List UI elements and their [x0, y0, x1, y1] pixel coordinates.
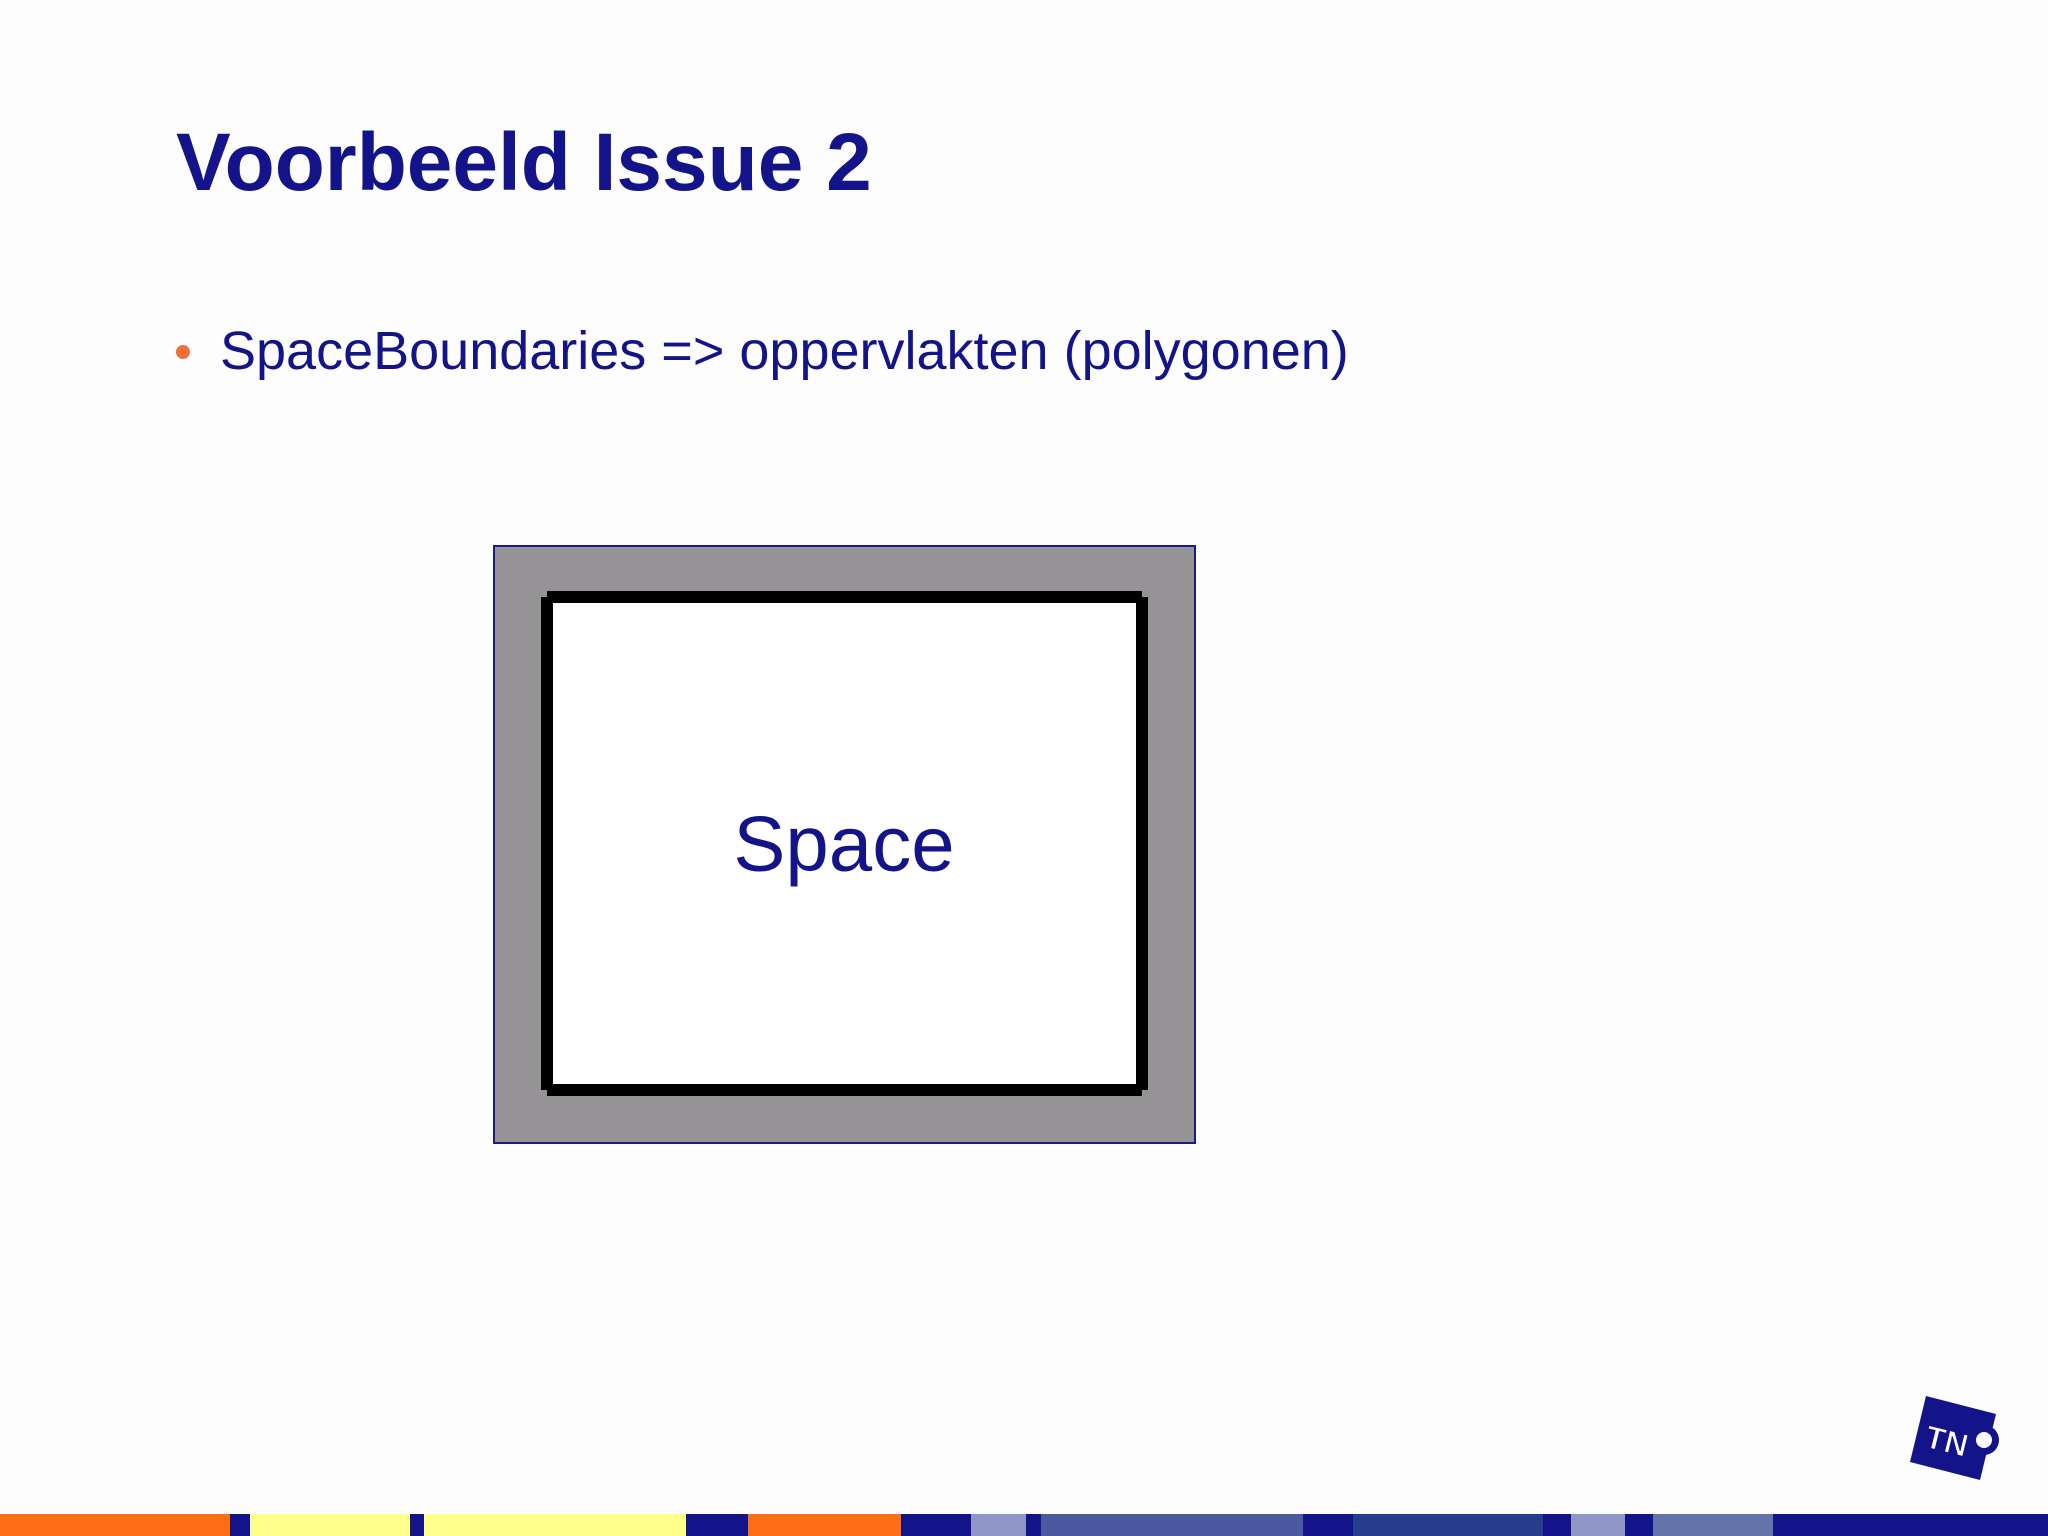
stripe-segment	[748, 1514, 901, 1536]
stripe-segment	[1773, 1514, 2048, 1536]
stripe-segment	[250, 1514, 410, 1536]
space-area	[547, 597, 1142, 1090]
bullet-item: SpaceBoundaries => oppervlakten (polygon…	[176, 320, 1349, 382]
space-boundary-diagram: Space	[493, 545, 1196, 1144]
bullet-marker	[176, 345, 190, 359]
stripe-segment	[1625, 1514, 1653, 1536]
stripe-segment	[1041, 1514, 1303, 1536]
footer-color-stripe	[0, 1514, 2048, 1536]
tno-logo: TN	[1910, 1396, 1999, 1480]
stripe-segment	[971, 1514, 1026, 1536]
stripe-segment	[686, 1514, 748, 1536]
slide-title: Voorbeeld Issue 2	[176, 117, 872, 208]
stripe-segment	[410, 1514, 424, 1536]
stripe-segment	[1571, 1514, 1625, 1536]
stripe-segment	[0, 1514, 230, 1536]
stripe-segment	[1543, 1514, 1571, 1536]
stripe-segment	[901, 1514, 971, 1536]
bullet-text: SpaceBoundaries => oppervlakten (polygon…	[220, 321, 1349, 381]
stripe-segment	[1303, 1514, 1353, 1536]
stripe-segment	[230, 1514, 250, 1536]
stripe-segment	[1026, 1514, 1041, 1536]
stripe-segment	[424, 1514, 686, 1536]
stripe-segment	[1653, 1514, 1773, 1536]
space-label: Space	[733, 800, 954, 888]
stripe-segment	[1353, 1514, 1543, 1536]
logo-parallelogram	[1910, 1396, 1996, 1480]
